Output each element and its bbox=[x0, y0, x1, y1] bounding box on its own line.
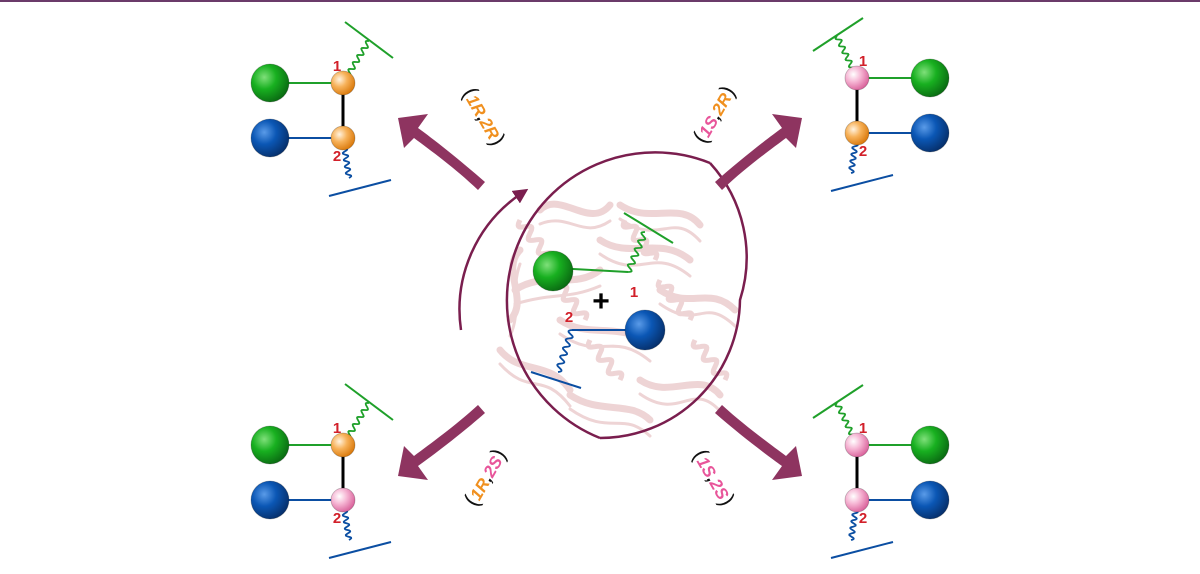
protein-helix bbox=[585, 338, 625, 382]
product-bottom-right: 12 bbox=[812, 384, 950, 559]
protein-loop bbox=[658, 302, 737, 328]
protein-loop bbox=[538, 219, 612, 230]
stereocenter-2 bbox=[330, 487, 356, 513]
config-label-top-left: (1R,2R) bbox=[458, 83, 511, 150]
stereocenter-2 bbox=[330, 125, 356, 151]
center-label-1: 1 bbox=[630, 284, 638, 301]
enzyme-circle bbox=[505, 151, 711, 440]
protein-strand bbox=[636, 376, 724, 399]
center-label-2: 2 bbox=[565, 309, 573, 326]
blue-plane-line bbox=[328, 179, 392, 197]
protein-strand bbox=[536, 200, 614, 217]
stereocenter-1-label: 1 bbox=[333, 420, 341, 437]
green-sphere bbox=[250, 63, 290, 103]
config-label-text: (1S,2S) bbox=[688, 445, 740, 510]
stereocenter-2 bbox=[844, 120, 870, 146]
protein-strand bbox=[566, 391, 654, 424]
config-label-bottom-right: (1S,2S) bbox=[688, 445, 740, 510]
green-wavy-bond bbox=[626, 231, 647, 273]
protein-loop bbox=[598, 252, 692, 278]
green-sphere bbox=[532, 250, 574, 292]
green-sphere bbox=[250, 425, 290, 465]
protein-loop bbox=[508, 262, 522, 338]
protein-strand bbox=[616, 201, 704, 229]
green-plane-line bbox=[812, 17, 864, 52]
green-sphere bbox=[910, 58, 950, 98]
blue-sphere bbox=[910, 113, 950, 153]
circle-direction-arrow bbox=[458, 188, 529, 331]
arrow-to-bottom-left bbox=[398, 405, 485, 480]
protein-ribbon bbox=[496, 200, 739, 438]
stereocenter-1-label: 1 bbox=[859, 53, 867, 70]
green-plane-line bbox=[812, 384, 864, 419]
green-plane-line bbox=[344, 21, 394, 59]
stereocenter-2-label: 2 bbox=[333, 148, 341, 165]
green-plane-line bbox=[623, 212, 674, 244]
product-top-left: 12 bbox=[250, 21, 394, 197]
arrow-to-top-left bbox=[398, 114, 485, 190]
enzyme-active-site: 1 +2 bbox=[458, 151, 748, 440]
green-sphere bbox=[910, 425, 950, 465]
protein-helix bbox=[690, 338, 730, 382]
protein-loop bbox=[638, 392, 722, 413]
config-label-top-right: (1S,2R) bbox=[687, 81, 740, 147]
substrate-pair: 1 +2 bbox=[530, 212, 674, 389]
protein-loop bbox=[568, 407, 652, 438]
protein-loop bbox=[513, 284, 602, 306]
stereocenter-1-label: 1 bbox=[333, 58, 341, 75]
blue-plane-line bbox=[830, 541, 894, 559]
blue-plane-line bbox=[530, 371, 582, 389]
blue-sphere bbox=[250, 118, 290, 158]
blue-plane-line bbox=[328, 541, 392, 559]
stereocenter-1-label: 1 bbox=[859, 420, 867, 437]
stereocenter-2 bbox=[844, 487, 870, 513]
config-label-text: (1R,2S) bbox=[458, 444, 511, 510]
blue-sphere bbox=[910, 480, 950, 520]
config-label-bottom-left: (1R,2S) bbox=[458, 444, 511, 510]
blue-sphere bbox=[624, 309, 666, 351]
arrow-to-top-right bbox=[715, 114, 802, 190]
stereocenter-1 bbox=[844, 65, 870, 91]
stereocenter-2-label: 2 bbox=[333, 510, 341, 527]
stereocenter-1 bbox=[330, 432, 356, 458]
blue-wavy-bond bbox=[556, 329, 574, 373]
protein-helix bbox=[655, 278, 695, 322]
stereocenter-1 bbox=[844, 432, 870, 458]
protein-loop bbox=[498, 362, 572, 408]
protein-loop bbox=[558, 332, 652, 363]
enzyme-circle-right bbox=[599, 162, 748, 440]
config-label-text: (1S,2R) bbox=[687, 81, 740, 147]
green-plane-line bbox=[344, 383, 394, 421]
arrow-to-bottom-right bbox=[715, 405, 802, 480]
stereocenter-2-label: 2 bbox=[859, 510, 867, 527]
plus-sign: + bbox=[592, 285, 610, 318]
product-top-right: 12 bbox=[812, 17, 950, 192]
config-label-text: (1R,2R) bbox=[458, 83, 511, 150]
blue-plane-line bbox=[830, 174, 894, 192]
stereocenter-1 bbox=[330, 70, 356, 96]
stereocenter-2-label: 2 bbox=[859, 143, 867, 160]
blue-sphere bbox=[250, 480, 290, 520]
product-bottom-left: 12 bbox=[250, 383, 394, 559]
